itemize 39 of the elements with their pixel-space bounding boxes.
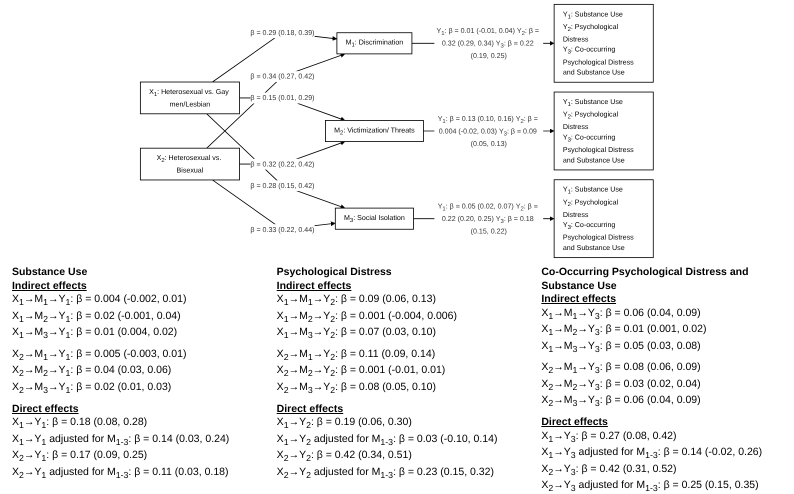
effect-estimate: X$_{1}$→M$_{3}$→Y$_{2}$: β = 0.07 (0.03, 0.10)	[276, 326, 436, 342]
section-heading: Direct effects	[12, 402, 79, 416]
effect-estimate: X$_{2}$→M$_{2}$→Y$_{2}$: β = 0.001 (-0.01, 0.01)	[276, 364, 446, 380]
effect-estimate: X$_{2}$→M$_{1}$→Y$_{2}$: β = 0.11 (0.09, 0.14)	[276, 348, 436, 364]
effect-estimate: X$_{2}$→Y$_{3}$: β = 0.42 (0.31, 0.52)	[541, 462, 677, 479]
effect-estimate: X$_{1}$→Y$_{1}$: β = 0.18 (0.08, 0.28)	[12, 416, 148, 432]
effect-estimate: X$_{1}$→M$_{1}$→Y$_{1}$: β = 0.004 (-0.002, 0.01)	[12, 293, 186, 310]
section-heading: Indirect effects	[276, 280, 352, 293]
effect-estimate: X$_{2}$→M$_{1}$→Y$_{3}$: β = 0.08 (0.06, 0.09)	[541, 361, 701, 378]
effect-estimate: X$_{2}$→M$_{3}$→Y$_{1}$: β = 0.02 (0.01, 0.03)	[12, 380, 172, 398]
effect-estimate: X$_{2}$→Y$_{2}$ adjusted for M$_{1-3}$: β = 0.23 (0.15, 0.32)	[276, 466, 494, 482]
effect-estimate: X$_{1}$→Y$_{3}$: β = 0.27 (0.08, 0.42)	[541, 430, 677, 446]
effect-estimate: X$_{2}$→M$_{3}$→Y$_{2}$: β = 0.08 (0.05, 0.10)	[276, 380, 436, 398]
effect-estimate: X$_{1}$→Y$_{2}$: β = 0.19 (0.06, 0.30)	[276, 416, 412, 432]
column-heading: Psychological Distress	[276, 266, 392, 280]
effect-estimate: X$_{2}$→Y$_{2}$: β = 0.42 (0.34, 0.51)	[276, 449, 412, 466]
effect-estimate: X$_{1}$→M$_{1}$→Y$_{2}$: β = 0.09 (0.06, 0.13)	[276, 293, 436, 310]
effect-estimate: X$_{1}$→M$_{2}$→Y$_{2}$: β = 0.001 (-0.004, 0.006)	[276, 310, 457, 326]
effect-estimate: X$_{2}$→M$_{2}$→Y$_{1}$: β = 0.04 (0.03, 0.06)	[12, 364, 172, 380]
effect-estimate: X$_{1}$→Y$_{2}$ adjusted for M$_{1-3}$: β = 0.03 (-0.10, 0.14)	[276, 432, 498, 449]
effect-estimate: X$_{1}$→Y$_{3}$ adjusted for M$_{1-3}$: β = 0.14 (-0.02, 0.26)	[541, 446, 762, 462]
column-heading: Substance Use	[12, 266, 88, 280]
effect-estimate: X$_{2}$→M$_{3}$→Y$_{3}$: β = 0.06 (0.04, 0.09)	[541, 394, 701, 411]
section-heading: Direct effects	[276, 402, 344, 416]
effect-estimate: X$_{2}$→M$_{2}$→Y$_{3}$: β = 0.03 (0.02, 0.04)	[541, 378, 701, 394]
effect-estimate: X$_{1}$→Y$_{1}$ adjusted for M$_{1-3}$: β = 0.14 (0.03, 0.24)	[12, 432, 230, 449]
effect-estimate: X$_{2}$→Y$_{1}$ adjusted for M$_{1-3}$: β = 0.11 (0.03, 0.18)	[12, 466, 229, 482]
column-heading: Co-Occurring Psychological Distress and Substance Use	[541, 266, 750, 293]
effect-estimate: X$_{1}$→M$_{2}$→Y$_{3}$: β = 0.01 (0.001, 0.02)	[541, 323, 706, 340]
effect-estimate: X$_{2}$→Y$_{3}$ adjusted for M$_{1-3}$: β = 0.25 (0.15, 0.35)	[541, 479, 759, 494]
effect-estimate: X$_{1}$→M$_{1}$→Y$_{3}$: β = 0.06 (0.04, 0.09)	[541, 306, 701, 323]
effect-estimate: X$_{2}$→M$_{1}$→Y$_{1}$: β = 0.005 (-0.003, 0.01)	[12, 348, 186, 364]
effect-estimate: X$_{2}$→Y$_{1}$: β = 0.17 (0.09, 0.25)	[12, 449, 148, 466]
section-heading: Direct effects	[541, 416, 608, 430]
effect-estimate: X$_{1}$→M$_{3}$→Y$_{1}$: β = 0.01 (0.004, 0.02)	[12, 326, 178, 342]
section-heading: Indirect effects	[12, 280, 87, 293]
effect-estimate: X$_{1}$→M$_{2}$→Y$_{1}$: β = 0.02 (-0.001, 0.04)	[12, 310, 181, 326]
section-heading: Indirect effects	[541, 293, 616, 306]
effect-estimate: X$_{1}$→M$_{3}$→Y$_{3}$: β = 0.05 (0.03, 0.08)	[541, 340, 701, 356]
